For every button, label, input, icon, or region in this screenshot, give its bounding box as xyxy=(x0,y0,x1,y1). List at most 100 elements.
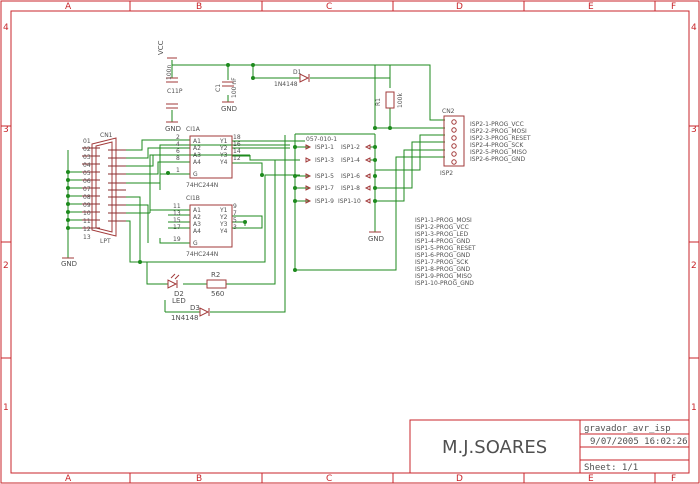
ci1a-pin: Y3 xyxy=(219,152,228,159)
ci1a-pin: G xyxy=(193,171,198,178)
ci1a-pin-num: 1 xyxy=(176,167,180,174)
d3-ref: D3 xyxy=(190,304,200,312)
ci1b-pin: Y3 xyxy=(219,221,228,228)
ci1a-pin-num: 6 xyxy=(176,148,180,155)
project-name: gravador_avr_isp xyxy=(584,424,671,434)
col-label: E xyxy=(588,2,594,12)
isp1-label: ISP1-9-PROG_MISO xyxy=(415,273,472,280)
col-label: D xyxy=(456,2,463,12)
ci1b-value: 74HC244N xyxy=(186,251,218,258)
ci1a-pin: A4 xyxy=(193,159,201,166)
cn1-pin-number: 08 xyxy=(83,194,91,201)
ic-ci1b: CI1B 74HC244N A1 A2 A3 A4 G Y1 Y2 Y3 Y4 … xyxy=(173,195,237,258)
isp1-label: ISP1-6-PROG_GND xyxy=(415,252,470,259)
isp1-pin-label: ISP1-1 xyxy=(315,144,334,151)
c11p-value: 100n xyxy=(166,65,173,80)
isp1-arrows xyxy=(305,144,371,204)
author-name: M.J.SOARES xyxy=(442,437,547,458)
isp2-ref: ISP2 xyxy=(440,170,453,177)
cn1-pin-marks xyxy=(82,147,126,229)
ci1a-pin-num: 2 xyxy=(176,134,180,141)
isp2-label: ISP2-4-PROG_SCK xyxy=(470,142,524,149)
ci1a-pin: Y1 xyxy=(219,138,228,145)
c1-value: 100 nF xyxy=(231,77,238,98)
col-label: D xyxy=(456,474,463,484)
diode-d3: D3 1N4148 xyxy=(171,304,210,322)
isp1-pin-label: ISP1-6 xyxy=(341,173,360,180)
cn1-pin-number: 11 xyxy=(83,218,91,225)
lpt-ref: LPT xyxy=(100,238,111,245)
r1-value: 100k xyxy=(397,93,404,108)
ic-ci1a: CI1A 74HC244N A1 A2 A3 A4 G Y1 Y2 Y3 Y4 … xyxy=(176,126,241,189)
ci1a-pin: A1 xyxy=(193,138,201,145)
d2-ref: D2 xyxy=(174,290,184,298)
row-label: 3 xyxy=(691,125,697,135)
isp1-label: ISP1-4-PROG_GND xyxy=(415,238,470,245)
ci1a-pin: A2 xyxy=(193,145,201,152)
gnd-label: GND xyxy=(221,105,237,113)
col-label: E xyxy=(588,474,594,484)
cn1-pin-number: 12 xyxy=(83,226,91,233)
ci1b-pin-num: 13 xyxy=(173,210,181,217)
cn1-pin-number: 02 xyxy=(83,146,91,153)
row-label: 1 xyxy=(691,403,697,413)
isp1-label: ISP1-2-PROG_VCC xyxy=(415,224,469,231)
cn1-pin-number: 06 xyxy=(83,178,91,185)
ci1b-pin: G xyxy=(193,240,198,247)
col-label: B xyxy=(196,2,202,12)
isp2-label: ISP2-6-PROG_GND xyxy=(470,156,525,163)
d1-ref: D1 xyxy=(293,69,302,76)
ci1b-pin-num: 5 xyxy=(233,217,237,224)
capacitor-c1: C1 100 nF xyxy=(215,77,238,98)
cn1-pin-number: 03 xyxy=(83,154,91,161)
c1-ref: C1 xyxy=(215,84,222,92)
isp2-label: ISP2-5-PROG_MISO xyxy=(470,149,527,156)
ci1b-pin: A3 xyxy=(193,221,201,228)
title-block: M.J.SOARES gravador_avr_isp 9/07/2005 16… xyxy=(409,419,690,474)
led-d2: D2 LED xyxy=(167,273,186,305)
gnd-symbol-c11p: GND xyxy=(165,121,181,133)
cn1-pin-number: 10 xyxy=(83,210,91,217)
gnd-symbol-cn1: GND xyxy=(61,257,77,268)
isp1-pin-label: ISP1-5 xyxy=(315,173,334,180)
isp1-pin-label: ISP1-2 xyxy=(341,144,360,151)
ci1b-pin: A4 xyxy=(193,228,201,235)
cn1-pin-number: 09 xyxy=(83,202,91,209)
connector-cn1-lpt: CN1 LPT xyxy=(82,132,126,245)
ci1b-pin-num: 15 xyxy=(173,217,181,224)
r2-value: 560 xyxy=(211,290,224,298)
isp1-label: ISP1-7-PROG_SCK xyxy=(415,259,469,266)
ci1a-pin-num: 16 xyxy=(233,141,241,148)
capacitor-c11p: 100n C11P xyxy=(166,65,183,109)
vcc-symbol: VCC xyxy=(157,40,177,59)
d1-value: 1N4148 xyxy=(274,81,298,88)
row-label: 2 xyxy=(691,261,697,271)
isp1-label: ISP1-8-PROG_GND xyxy=(415,266,470,273)
frame-row-labels-left: 4 3 2 1 xyxy=(3,23,9,413)
ci1b-pin: A2 xyxy=(193,214,201,221)
col-label: A xyxy=(65,474,72,484)
header-isp1: 057-010-1 ISP1-1 ISP1-2 ISP1-3 ISP1-4 IS… xyxy=(305,136,371,205)
gnd-label: GND xyxy=(368,235,384,243)
ci1a-pin: Y4 xyxy=(219,159,228,166)
ci1b-pin: Y1 xyxy=(219,207,228,214)
ci1b-pin: Y2 xyxy=(219,214,228,221)
ci1b-pin-num: 3 xyxy=(233,224,237,231)
cn1-ref: CN1 xyxy=(100,132,113,139)
isp2-label: ISP2-1-PROG_VCC xyxy=(470,121,524,128)
ci1b-pin-num: 9 xyxy=(233,203,237,210)
col-label: A xyxy=(65,2,72,12)
gnd-symbol-isp: GND xyxy=(368,231,384,243)
ci1a-pin-num: 4 xyxy=(176,141,180,148)
sheet-number: Sheet: 1/1 xyxy=(584,463,638,473)
isp1-pin-label: ISP1-10 xyxy=(338,198,361,205)
r1-ref: R1 xyxy=(375,98,382,106)
ci1b-pin: A1 xyxy=(193,207,201,214)
frame-column-labels-bottom: A B C D E F xyxy=(65,474,676,484)
isp1-pin-label: ISP1-3 xyxy=(315,157,334,164)
gnd-symbol-c1: GND xyxy=(221,101,237,113)
vcc-label: VCC xyxy=(157,40,165,55)
ci1a-pin: A3 xyxy=(193,152,201,159)
